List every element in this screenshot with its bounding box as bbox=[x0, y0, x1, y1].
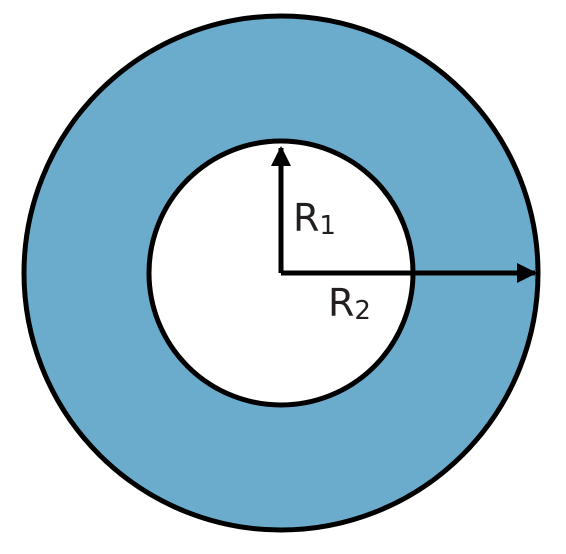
inner-radius-label: R1 bbox=[293, 196, 336, 241]
outer-radius-subscript: 2 bbox=[354, 296, 371, 326]
inner-radius-letter: R bbox=[293, 196, 319, 240]
outer-radius-label: R2 bbox=[328, 281, 371, 326]
outer-radius-letter: R bbox=[328, 281, 354, 325]
inner-radius-subscript: 1 bbox=[319, 211, 336, 241]
